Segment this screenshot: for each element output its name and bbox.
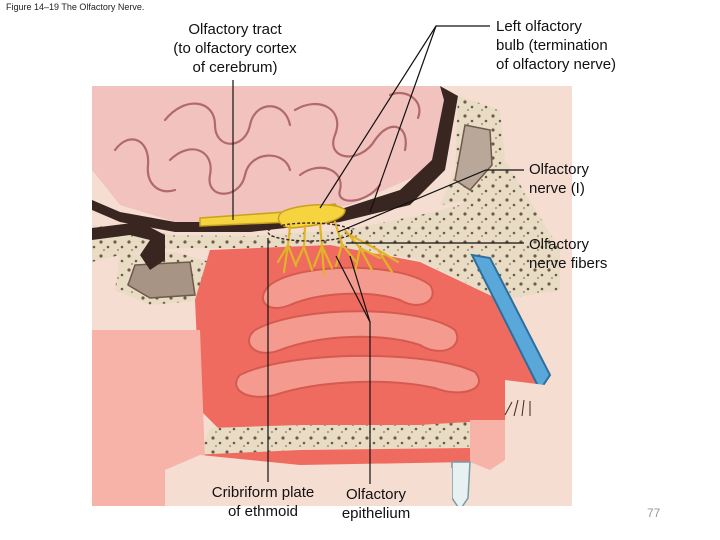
leader-lines	[232, 25, 524, 484]
label-olfactory-epithelium: Olfactory epithelium	[341, 486, 411, 522]
leader-olfactory-nerve	[337, 169, 524, 233]
brain-gyri	[113, 92, 421, 202]
label-olfactory-nerve: Olfactory nerve (I)	[529, 161, 590, 197]
cerebrum-region	[92, 86, 452, 222]
olfactory-nerve-fibers-shape	[276, 220, 400, 277]
sphenoid-sinus-cavity	[127, 261, 196, 299]
nasal-conchae	[235, 266, 480, 398]
cribriform-plate-outline	[267, 222, 353, 242]
upper-lip	[470, 420, 505, 470]
dura-mater	[92, 86, 458, 232]
soft-palate	[165, 455, 452, 506]
sella-outline	[92, 222, 165, 270]
frontal-sinus-cavity	[454, 124, 493, 191]
olfactory-bulb-shape	[277, 204, 346, 229]
page-number: 77	[647, 506, 661, 520]
nasal-vestibule	[505, 380, 560, 420]
label-olfactory-bulb: Left olfactory bulb (termination of olfa…	[496, 18, 617, 73]
nasal-hairs	[504, 399, 531, 417]
figure-caption: Figure 14–19 The Olfactory Nerve.	[6, 2, 145, 12]
label-olfactory-nerve-fibers: Olfactory nerve fibers	[529, 236, 608, 272]
leader-olfactory-epithelium-2	[349, 255, 371, 323]
ethmoid-bone	[92, 160, 560, 300]
leader-olfactory-bulb-2	[369, 25, 437, 213]
label-olfactory-tract: Olfactory tract (to olfactory cortex of …	[173, 21, 297, 76]
label-cribriform-plate: Cribriform plate of ethmoid	[211, 484, 315, 520]
oral-tissue	[92, 330, 205, 506]
nasal-cartilage	[470, 253, 552, 392]
